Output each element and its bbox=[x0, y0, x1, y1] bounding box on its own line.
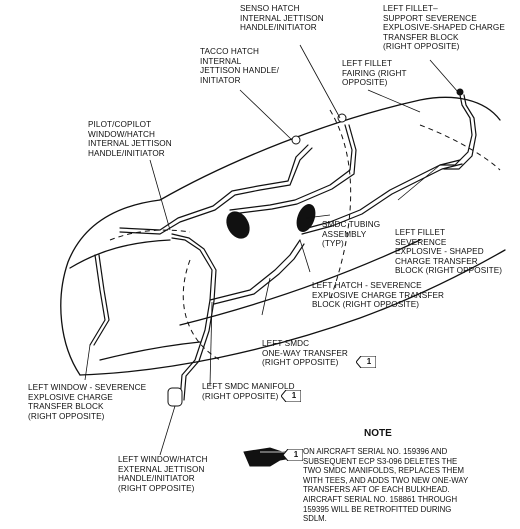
fuselage-nose-outline bbox=[60, 199, 161, 376]
leader-pilot bbox=[149, 159, 171, 231]
leader-smdc-manifold bbox=[209, 301, 213, 386]
fuselage-side-line bbox=[179, 239, 421, 326]
leader-fillet-fairing bbox=[367, 89, 421, 113]
note-line: WITH TEES, AND ADDS TWO NEW ONE-WAY bbox=[303, 475, 469, 485]
leader-senso bbox=[299, 44, 341, 119]
note-line: ON AIRCRAFT SERIAL NO. 159396 AND bbox=[303, 447, 448, 456]
note-line: SDLM. bbox=[303, 514, 327, 524]
leader-smdc-oneway bbox=[261, 277, 271, 316]
smdc-tube-canopy-right-b bbox=[93, 254, 110, 346]
manifold-fitting bbox=[226, 211, 250, 239]
note-line: TWO SMDC MANIFOLDS, REPLACES THEM bbox=[303, 466, 465, 476]
leader-smdc-tubing bbox=[305, 214, 331, 219]
leader-left-hatch bbox=[299, 239, 311, 273]
smdc-tube-lower-run-b bbox=[213, 243, 305, 305]
badge-icon-manifold bbox=[281, 390, 301, 402]
smdc-tube-left-vertical-b bbox=[171, 233, 217, 401]
smdc-tube-pilot-run bbox=[119, 147, 313, 235]
bulkhead-dashed-canopy bbox=[109, 229, 191, 241]
fillet-dashed-outline bbox=[419, 124, 501, 171]
external-handle-fitting bbox=[167, 387, 183, 407]
fuselage-lower-bulge bbox=[99, 341, 201, 361]
fuselage-bottom-outline bbox=[79, 249, 506, 376]
fillet-block-fitting bbox=[456, 88, 464, 96]
smdc-tube-aft-run-b bbox=[301, 163, 463, 235]
smdc-tube-canopy-right bbox=[89, 254, 106, 346]
senso-handle-fitting bbox=[337, 113, 347, 123]
smdc-tube-fillet-run bbox=[439, 94, 473, 166]
note-line: TRANSFERS AFT OF EACH BULKHEAD. bbox=[303, 485, 450, 495]
badge-icon-note bbox=[283, 449, 303, 461]
leader-fillet-severence bbox=[397, 164, 441, 201]
smdc-tube-upper-run bbox=[229, 124, 353, 211]
note-line: AIRCRAFT SERIAL NO. 158861 THROUGH bbox=[303, 494, 458, 504]
badge-icon-oneway bbox=[356, 356, 376, 368]
smdc-tube-fillet-run-b bbox=[443, 94, 477, 170]
label-left-smdc-manifold: LEFT SMDC MANIFOLD(RIGHT OPPOSITE) bbox=[202, 382, 295, 401]
badge-number-manifold: 1 bbox=[291, 391, 297, 400]
leader-left-window bbox=[84, 344, 91, 381]
tacco-handle-fitting bbox=[291, 135, 301, 145]
badge-number-oneway: 1 bbox=[366, 357, 372, 366]
smdc-tube-lower-run bbox=[209, 239, 301, 301]
smdc-tube-upper-run-b bbox=[231, 124, 357, 215]
bulkhead-dashed-front bbox=[182, 259, 221, 361]
leader-fillet-support bbox=[429, 59, 459, 93]
note-line: 159395 WILL BE RETROFITTED DURING bbox=[303, 504, 452, 514]
note-body: ON AIRCRAFT SERIAL NO. 159396 AND SUBSEQ… bbox=[303, 447, 515, 524]
smdc-tube-pilot-run-b bbox=[119, 144, 309, 231]
badge-number-note: 1 bbox=[293, 450, 299, 459]
note-title: NOTE bbox=[364, 428, 392, 439]
smdc-tube-left-vertical bbox=[171, 237, 213, 401]
bulkhead-dashed-mid bbox=[329, 109, 352, 301]
leader-tacco bbox=[239, 89, 293, 141]
canopy-frame bbox=[69, 239, 171, 269]
note-line: SUBSEQUENT ECP S3-096 DELETES THE bbox=[303, 456, 458, 466]
fuselage-top-outline bbox=[159, 96, 501, 201]
leader-external-handle bbox=[159, 405, 176, 456]
